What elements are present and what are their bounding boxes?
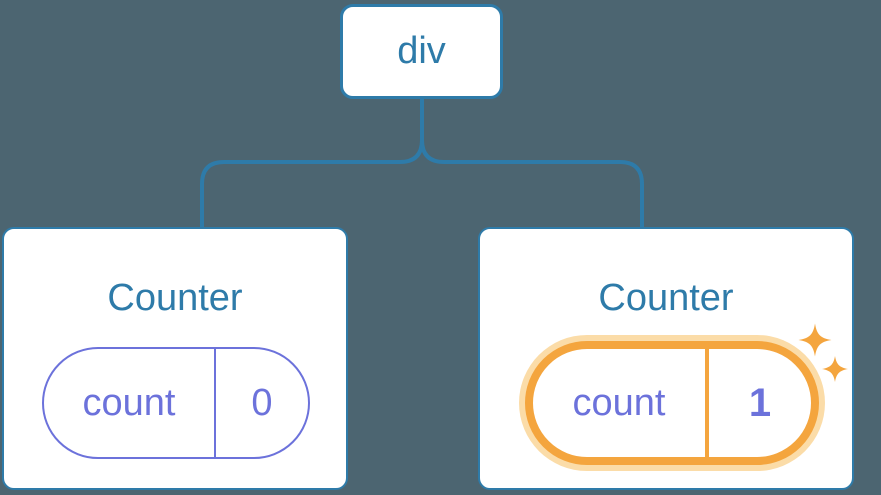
counter-card-left: Counter count 0 (2, 227, 348, 490)
sparkles-icon (798, 323, 848, 382)
state-key-label: count (82, 381, 176, 424)
connector-right-branch (420, 98, 644, 229)
root-node: div (340, 4, 503, 99)
connector-left-branch (200, 98, 424, 229)
root-node-label: div (397, 30, 446, 72)
state-value: 0 (214, 349, 308, 457)
state-pill: count 0 (42, 347, 310, 459)
sparkle-large-icon (798, 323, 832, 357)
component-name: Counter (107, 277, 243, 319)
state-value: 1 (705, 349, 811, 457)
state-pill-highlighted: count 1 (525, 341, 819, 465)
sparkle-small-icon (822, 356, 848, 382)
component-name: Counter (598, 277, 734, 319)
state-key-label: count (572, 381, 666, 424)
counter-card-right: Counter count 1 (478, 227, 854, 490)
